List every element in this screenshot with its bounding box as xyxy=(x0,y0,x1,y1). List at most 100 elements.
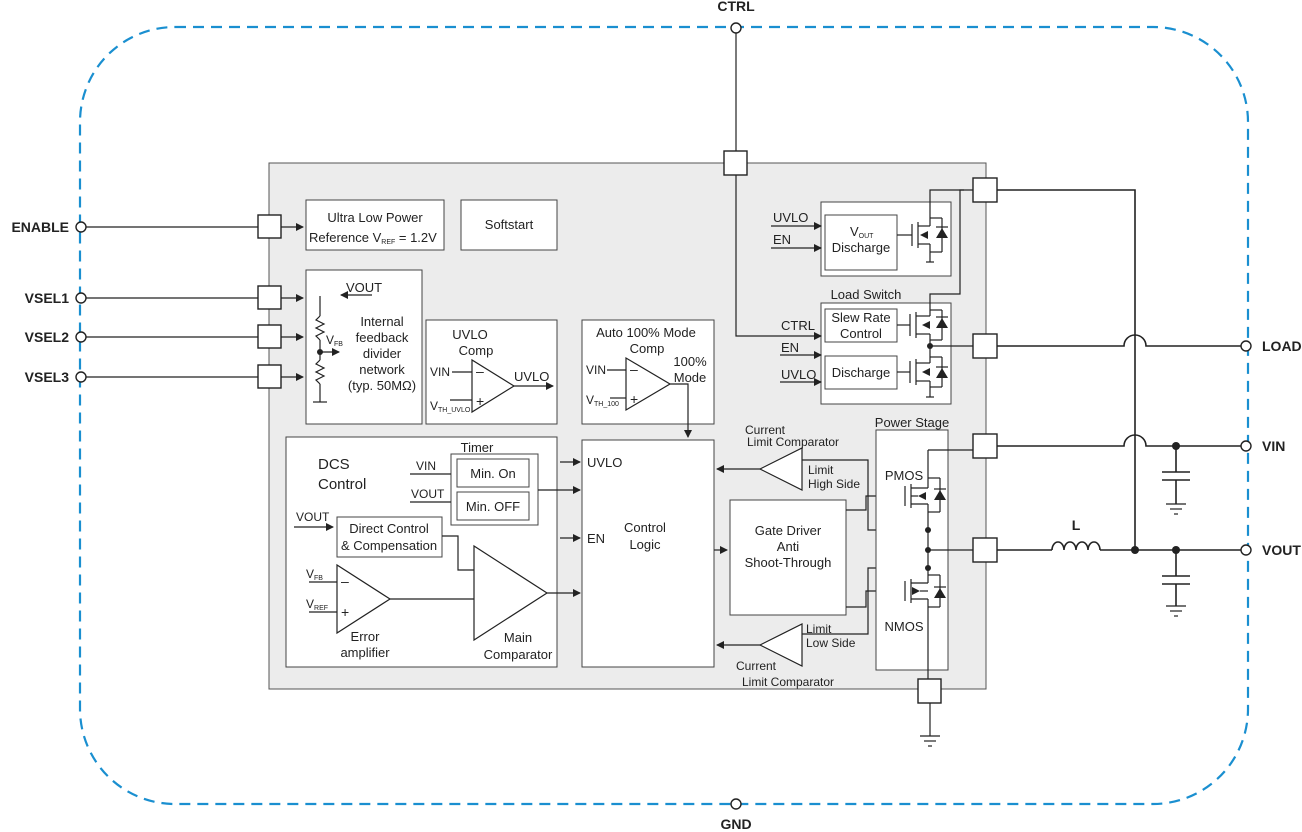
svg-text:Current: Current xyxy=(745,423,786,437)
pmos-transistor xyxy=(904,450,946,530)
svg-text:Comp: Comp xyxy=(459,343,494,358)
svg-text:+: + xyxy=(630,391,638,407)
pin-vsel1-label: VSEL1 xyxy=(25,290,70,306)
load-discharge-transistor xyxy=(897,356,948,398)
svg-text:Reference VREF = 1.2V: Reference VREF = 1.2V xyxy=(309,230,437,246)
svg-text:Discharge: Discharge xyxy=(832,240,891,255)
inductor-label: L xyxy=(1072,517,1081,533)
svg-text:network: network xyxy=(359,362,405,377)
svg-text:Limit Comparator: Limit Comparator xyxy=(747,435,839,449)
svg-text:PMOS: PMOS xyxy=(885,468,924,483)
svg-text:Current: Current xyxy=(736,659,777,673)
svg-text:UVLO: UVLO xyxy=(514,369,549,384)
svg-text:VTH_UVLO: VTH_UVLO xyxy=(430,399,471,414)
svg-text:EN: EN xyxy=(773,232,791,247)
svg-text:Min. On: Min. On xyxy=(470,466,516,481)
pin-ctrl-label: CTRL xyxy=(717,0,755,14)
svg-text:UVLO: UVLO xyxy=(773,210,808,225)
svg-text:Mode: Mode xyxy=(674,370,707,385)
svg-text:Limit Comparator: Limit Comparator xyxy=(742,675,834,689)
svg-text:100%: 100% xyxy=(673,354,707,369)
svg-text:divider: divider xyxy=(363,346,402,361)
svg-text:EN: EN xyxy=(781,340,799,355)
svg-text:UVLO: UVLO xyxy=(587,455,622,470)
svg-text:Auto 100% Mode: Auto 100% Mode xyxy=(596,325,696,340)
svg-text:Limit: Limit xyxy=(808,463,834,477)
svg-text:Logic: Logic xyxy=(629,537,661,552)
svg-text:VIN: VIN xyxy=(586,363,606,377)
svg-text:+: + xyxy=(476,393,484,409)
pin-gnd-label: GND xyxy=(720,816,751,832)
svg-text:amplifier: amplifier xyxy=(340,645,390,660)
current-limit-high: Current Limit Comparator Limit High Side xyxy=(716,423,928,531)
svg-text:NMOS: NMOS xyxy=(885,619,924,634)
discharge-transistor-top xyxy=(897,212,948,263)
svg-text:–: – xyxy=(630,361,638,377)
external-wiring: L xyxy=(997,189,1241,617)
pin-enable: ENABLE xyxy=(11,219,87,235)
svg-text:+: + xyxy=(341,604,349,620)
pin-vsel3: VSEL3 xyxy=(25,369,87,385)
svg-text:VFB: VFB xyxy=(326,333,343,348)
svg-text:(typ. 50MΩ): (typ. 50MΩ) xyxy=(348,378,416,393)
dcs-control-block: DCS Control Timer Min. On Min. OFF VIN V… xyxy=(285,436,581,668)
svg-text:EN: EN xyxy=(587,531,605,546)
pin-vout: VOUT xyxy=(1240,542,1301,558)
left-wires xyxy=(86,214,304,389)
pin-vsel3-label: VSEL3 xyxy=(25,369,70,385)
svg-text:Softstart: Softstart xyxy=(485,217,534,232)
svg-text:VOUT: VOUT xyxy=(850,224,874,240)
softstart-block: Softstart xyxy=(460,199,558,251)
control-logic-block: UVLO EN Control Logic xyxy=(560,439,728,668)
gnd-pad xyxy=(917,678,942,747)
svg-text:Slew Rate: Slew Rate xyxy=(831,310,890,325)
right-pads xyxy=(972,177,998,563)
uvlo-comp-block: UVLO Comp – + VIN VTH_UVLO UVLO xyxy=(425,319,558,425)
svg-text:Comp: Comp xyxy=(630,341,665,356)
svg-text:VFB: VFB xyxy=(306,567,323,582)
svg-text:Low Side: Low Side xyxy=(806,636,856,650)
svg-text:VIN: VIN xyxy=(430,365,450,379)
svg-text:VIN: VIN xyxy=(416,459,436,473)
svg-text:VOUT: VOUT xyxy=(411,487,445,501)
svg-text:–: – xyxy=(341,573,349,589)
svg-text:DCS: DCS xyxy=(318,456,350,473)
current-limit-low: Limit Low Side Current Limit Comparator xyxy=(716,567,928,689)
load-switch-transistor xyxy=(897,300,948,341)
svg-text:Internal: Internal xyxy=(360,314,403,329)
svg-text:Control: Control xyxy=(840,326,882,341)
svg-text:Control: Control xyxy=(624,520,666,535)
package-boundary xyxy=(78,25,1250,806)
pin-vsel2-label: VSEL2 xyxy=(25,329,70,345)
gate-driver-block: Gate Driver Anti Shoot-Through xyxy=(729,495,905,616)
svg-text:Direct Control: Direct Control xyxy=(349,521,429,536)
svg-text:Shoot-Through: Shoot-Through xyxy=(745,555,832,570)
svg-text:VTH_100: VTH_100 xyxy=(586,393,619,408)
pin-gnd: GND xyxy=(720,798,752,832)
svg-text:UVLO: UVLO xyxy=(781,367,816,382)
svg-text:Power Stage: Power Stage xyxy=(875,415,949,430)
svg-text:Error: Error xyxy=(351,629,381,644)
ctrl-wiring xyxy=(723,33,822,340)
pin-vin: VIN xyxy=(1240,438,1285,454)
svg-text:UVLO: UVLO xyxy=(452,327,487,342)
vout-discharge-block: VOUT Discharge UVLO EN xyxy=(771,189,973,277)
svg-text:Gate Driver: Gate Driver xyxy=(755,523,822,538)
svg-text:Main: Main xyxy=(504,630,532,645)
pin-vsel2: VSEL2 xyxy=(25,329,87,345)
svg-text:Timer: Timer xyxy=(461,440,494,455)
svg-text:High Side: High Side xyxy=(808,477,860,491)
feedback-divider-block: VOUT VFB Internal feedback divider netwo… xyxy=(305,269,423,425)
pin-load-label: LOAD xyxy=(1262,338,1302,354)
svg-text:Limit: Limit xyxy=(806,622,832,636)
load-switch-block: Load Switch Slew Rate Control Discharge … xyxy=(780,189,973,405)
reference-block: Ultra Low Power Reference VREF = 1.2V xyxy=(305,199,445,251)
auto100-mode-block: Auto 100% Mode Comp 100% Mode – + VIN VT… xyxy=(581,319,715,438)
pin-vout-label: VOUT xyxy=(1262,542,1301,558)
svg-text:& Compensation: & Compensation xyxy=(341,538,437,553)
svg-text:Anti: Anti xyxy=(777,539,800,554)
svg-text:Discharge: Discharge xyxy=(832,365,891,380)
pin-vin-label: VIN xyxy=(1262,438,1285,454)
svg-text:VOUT: VOUT xyxy=(346,280,382,295)
